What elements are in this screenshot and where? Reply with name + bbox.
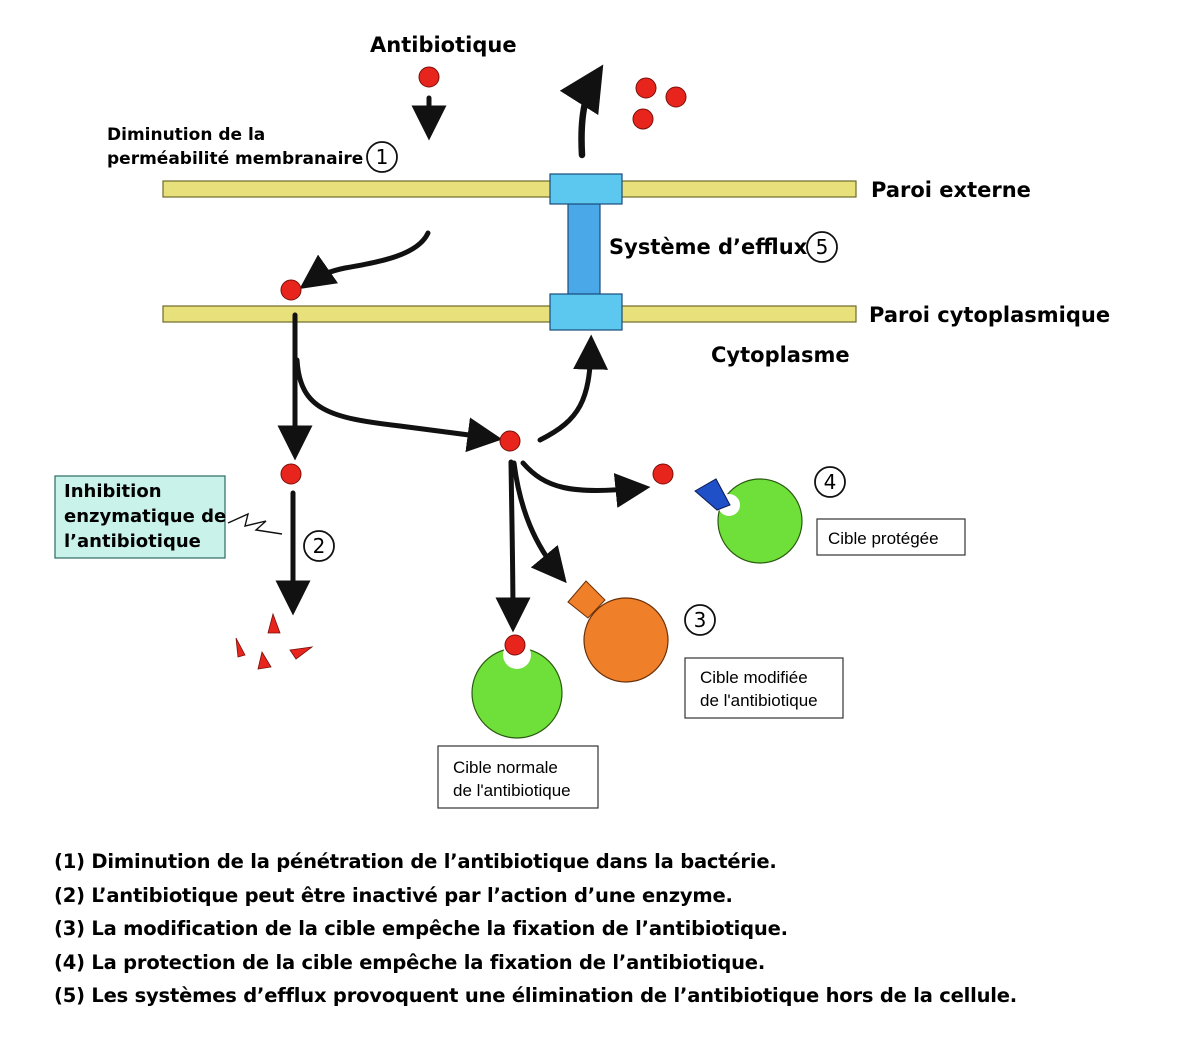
arrow-to-center xyxy=(294,357,503,453)
modified-target-label-line1: Cible modifiée xyxy=(700,668,808,687)
antibiotic-dot xyxy=(632,108,654,130)
normal-target-box xyxy=(437,745,599,809)
lightning-icon xyxy=(227,512,283,535)
antibiotic-label: Antibiotique xyxy=(370,33,517,57)
step-5-circle xyxy=(806,231,838,263)
antibiotic-dot xyxy=(499,430,521,452)
enzyme-box-line1: Inhibition xyxy=(64,481,162,502)
cytoplasmic-membrane xyxy=(162,305,857,323)
cytoplasm-label: Cytoplasme xyxy=(711,343,850,367)
antibiotic-dot xyxy=(418,66,440,88)
step-3-circle xyxy=(684,604,716,636)
cytoplasmic-wall-label: Paroi cytoplasmique xyxy=(869,303,1110,327)
outer-wall-label: Paroi externe xyxy=(871,178,1031,202)
modified-target xyxy=(567,580,669,683)
antibiotic-resistance-diagram: Inhibition enzymatique de l’antibiotique… xyxy=(54,33,1110,809)
permeability-label-line2: perméabilité membranaire xyxy=(107,149,363,169)
modified-target-box xyxy=(684,657,844,719)
arrow-to-protected xyxy=(520,460,651,508)
step-5-number: 5 xyxy=(816,235,829,259)
protector-shape xyxy=(694,478,731,511)
normal-target-label-line1: Cible normale xyxy=(453,758,558,777)
normal-target xyxy=(471,634,563,739)
step-2-circle xyxy=(303,530,335,562)
arrow-periplasm-entry xyxy=(299,230,431,290)
outer-membrane xyxy=(162,180,857,198)
step-4-circle xyxy=(814,466,846,498)
antibiotic-dot xyxy=(652,463,674,485)
legend-item-1: (1) Diminution de la pénétration de l’an… xyxy=(54,850,777,873)
degraded-fragments xyxy=(235,612,314,670)
legend-item-3: (3) La modification de la cible empêche … xyxy=(54,917,788,940)
enzyme-box-line2: enzymatique de xyxy=(64,506,226,527)
legend-item-5: (5) Les systèmes d’efflux provoquent une… xyxy=(54,984,1018,1007)
arrow-efflux-out xyxy=(559,64,604,159)
legend-item-4: (4) La protection de la cible empêche la… xyxy=(54,950,766,974)
protected-target-label: Cible protégée xyxy=(828,529,939,548)
legend-item-2: (2) L’antibiotique peut être inactivé pa… xyxy=(54,883,733,907)
arrow-to-normal xyxy=(495,459,531,633)
antibiotic-dot xyxy=(635,77,657,99)
step-1-circle xyxy=(366,141,398,173)
step-4-number: 4 xyxy=(824,470,837,494)
efflux-label: Système d’efflux xyxy=(609,235,808,259)
modified-target-label-line2: de l'antibiotique xyxy=(700,691,818,710)
enzyme-box-line3: l’antibiotique xyxy=(64,531,201,552)
step-2-number: 2 xyxy=(313,534,326,558)
efflux-pump xyxy=(549,173,623,331)
protected-target-box xyxy=(816,518,966,556)
permeability-label-line1: Diminution de la xyxy=(107,125,265,145)
arrow-to-modified xyxy=(511,460,567,584)
antibiotic-dot xyxy=(280,279,302,301)
enzyme-box xyxy=(54,475,226,559)
normal-target-label-line2: de l'antibiotique xyxy=(453,781,571,800)
legend-list: (1) Diminution de la pénétration de l’an… xyxy=(54,845,1017,1013)
step-1-number: 1 xyxy=(376,145,389,169)
step-3-number: 3 xyxy=(694,608,707,632)
protected-target xyxy=(694,478,803,564)
antibiotic-dot xyxy=(665,86,687,108)
antibiotic-dot xyxy=(280,463,302,485)
arrow-to-efflux xyxy=(537,334,609,443)
